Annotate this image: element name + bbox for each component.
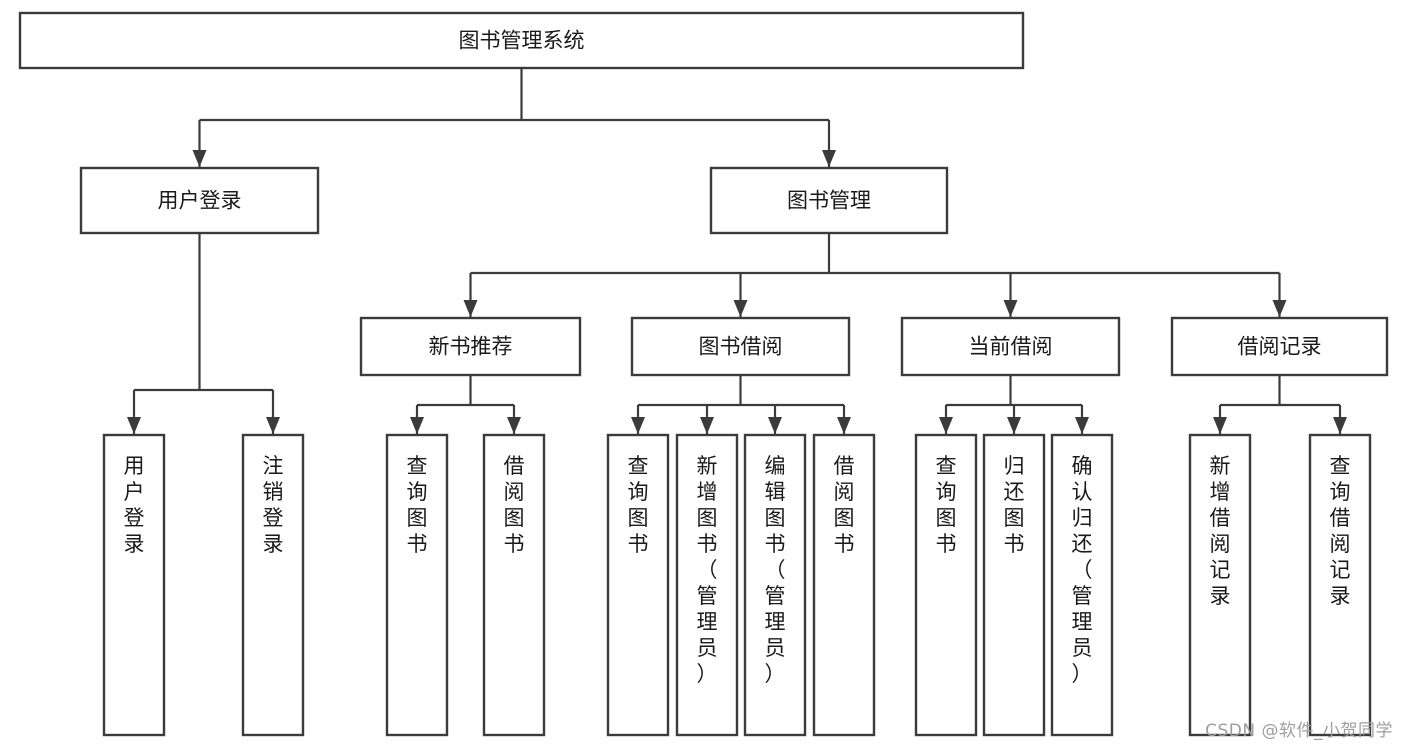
arrow-head-icon [192,150,207,167]
leaf-node-7-label: 借阅图书 [834,454,855,556]
level3-node-1-label: 图书借阅 [699,335,783,359]
arrow-head-icon [463,300,478,317]
root-node-box[interactable] [18,11,1025,70]
level3-node-3-label: 借阅记录 [1238,335,1322,359]
level2-node-1-box[interactable] [709,166,949,235]
level3-node-0-label: 新书推荐 [429,335,513,359]
arrow-head-icon [939,417,953,434]
arrow-head-icon [507,417,521,434]
leaf-node-12-label: 查询借阅记录 [1330,454,1351,608]
node-layer: 图书管理系统用户登录图书管理新书推荐图书借阅当前借阅借阅记录用户登录注销登录查询… [18,11,1389,737]
leaf-node-3-box[interactable] [482,433,546,737]
leaf-node-3-label: 借阅图书 [504,454,525,556]
leaf-node-11-label: 新增借阅记录 [1210,454,1231,608]
leaf-node-12-box[interactable] [1308,433,1372,737]
level3-node-3-box[interactable] [1170,316,1389,377]
leaf-node-9-label: 归还图书 [1004,454,1025,556]
leaf-node-8-label: 查询图书 [936,454,957,556]
leaf-node-2-box[interactable] [385,433,449,737]
leaf-node-0-label: 用户登录 [124,454,145,556]
leaf-node-11-box[interactable] [1188,433,1252,737]
leaf-node-10-label: 确认归还（管理员） [1072,454,1093,686]
arrow-head-icon [410,417,424,434]
leaf-node-1-box[interactable] [241,433,305,737]
edge-layer [127,68,1347,434]
level3-node-2-label: 当前借阅 [969,335,1053,359]
leaf-node-4-box[interactable] [606,433,670,737]
arrow-head-icon [1007,417,1021,434]
leaf-node-5-box[interactable] [675,433,739,737]
arrow-head-icon [837,417,851,434]
arrow-head-icon [1213,417,1227,434]
arrow-head-icon [631,417,645,434]
leaf-node-7-box[interactable] [812,433,876,737]
arrow-head-icon [700,417,714,434]
level2-node-0-label: 用户登录 [158,189,242,213]
level2-node-0-box[interactable] [79,166,320,235]
level3-node-1-box[interactable] [630,316,851,377]
arrow-head-icon [127,417,141,434]
arrow-head-icon [1272,300,1287,317]
level2-node-1-label: 图书管理 [787,189,871,213]
level3-node-2-box[interactable] [900,316,1121,377]
arrow-head-icon [822,150,836,167]
arrow-head-icon [1333,417,1347,434]
arrow-head-icon [1003,300,1018,317]
leaf-node-4-label: 查询图书 [628,454,649,556]
leaf-node-10-box[interactable] [1050,433,1114,737]
leaf-node-1-label: 注销登录 [263,454,284,556]
arrow-head-icon [1075,417,1089,434]
leaf-node-5-label: 新增图书（管理员） [697,454,718,686]
leaf-node-9-box[interactable] [982,433,1046,737]
leaf-node-0-box[interactable] [102,433,166,737]
watermark-text: CSDN @软件_小贺同学 [1205,721,1393,741]
arrow-head-icon [768,417,782,434]
leaf-node-6-box[interactable] [743,433,807,737]
arrow-head-icon [266,417,280,434]
arrow-head-icon [733,300,748,317]
leaf-node-8-box[interactable] [914,433,978,737]
leaf-node-6-label: 编辑图书（管理员） [765,454,786,686]
leaf-node-2-label: 查询图书 [407,454,428,556]
root-node-label: 图书管理系统 [459,29,585,53]
level3-node-0-box[interactable] [359,316,582,377]
